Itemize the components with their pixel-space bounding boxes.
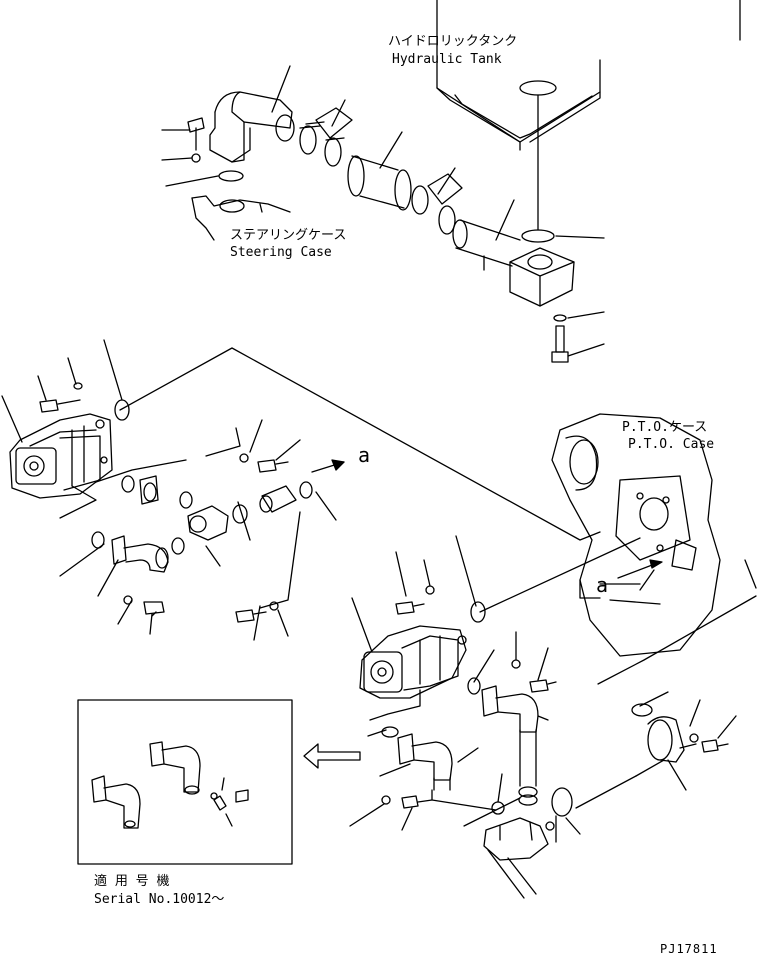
view-a-pointer (618, 560, 662, 578)
serial-label-en: Serial No.10012～ (94, 892, 225, 907)
pto-case-label-jp: P.T.O.ケース (622, 420, 708, 435)
diagram-id: PJ17811 (660, 942, 718, 956)
leader-lines-top (162, 66, 604, 356)
leader-lines-left (2, 340, 336, 640)
serial-label-jp: 適 用 号 機 (94, 874, 170, 889)
pto-case-label-en: P.T.O. Case (628, 437, 715, 452)
upper-suction-pipe (188, 92, 574, 362)
steering-case-label-en: Steering Case (230, 245, 332, 260)
reference-lines (120, 348, 756, 684)
inset-arrow (304, 744, 360, 768)
steering-case (192, 196, 290, 240)
hydraulic-tank-label-en: Hydraulic Tank (392, 52, 502, 67)
view-a-mark: a (596, 573, 609, 597)
inset-box (78, 700, 292, 864)
hydraulic-tank-label-jp: ハイドロリックタンク (388, 34, 518, 49)
steering-case-label-jp: ステアリングケース (230, 228, 347, 243)
view-a-label: a (358, 443, 371, 467)
left-pump-assembly (10, 383, 312, 622)
view-a-arrow (312, 460, 344, 472)
leader-lines-right (350, 536, 736, 842)
hydraulic-tank (437, 0, 740, 230)
pto-case (552, 414, 720, 656)
right-pump-assembly (360, 586, 728, 898)
